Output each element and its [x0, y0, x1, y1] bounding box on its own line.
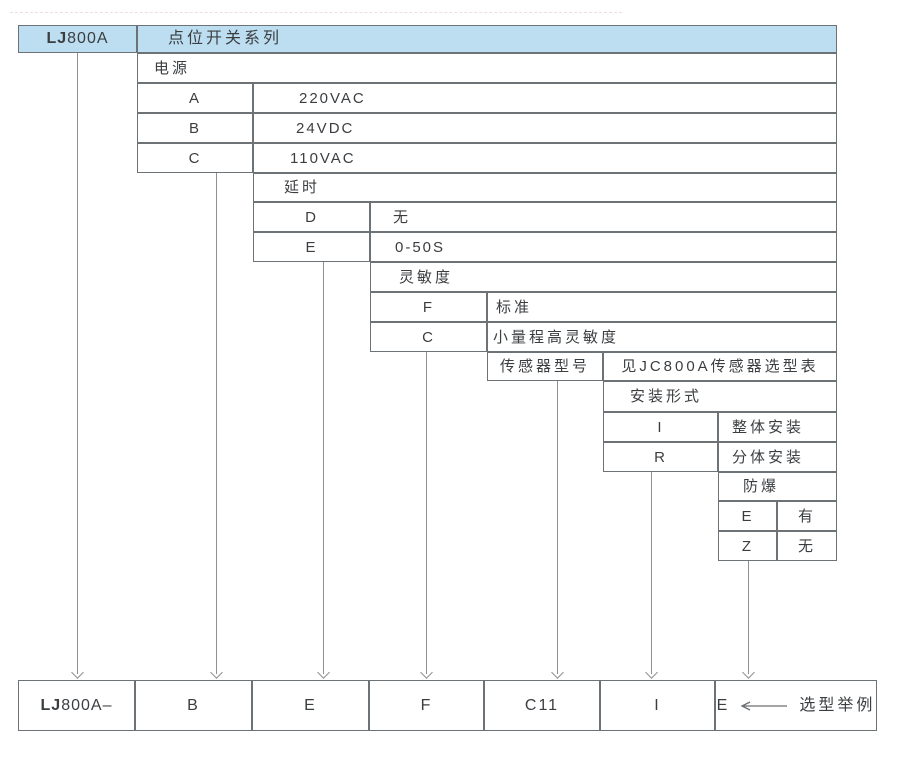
mounting-connector-line: [651, 472, 652, 674]
example-code-sensitivity: F: [369, 680, 484, 731]
power-connector-line: [216, 173, 217, 674]
power-value-c: 110VAC: [253, 143, 837, 173]
example-code-mounting: I: [600, 680, 715, 731]
delay-connector-line: [323, 262, 324, 674]
sensor-model-value: 见JC800A传感器选型表: [603, 352, 837, 381]
explosion-connector-line: [748, 561, 749, 674]
down-arrow-icon: [420, 666, 433, 679]
series-connector-line: [77, 53, 78, 674]
power-value-b: 24VDC: [253, 113, 837, 143]
sensitivity-value-c: 小量程高灵敏度: [487, 322, 837, 352]
delay-section-label: 延时: [253, 173, 837, 202]
example-code-power: B: [135, 680, 252, 731]
down-arrow-icon: [210, 666, 223, 679]
explosion-code-e: E: [718, 501, 777, 531]
sensor-model-label: 传感器型号: [487, 352, 603, 381]
example-model-prefix: LJ: [40, 696, 62, 714]
down-arrow-icon: [317, 666, 330, 679]
sensitivity-connector-line: [426, 352, 427, 674]
example-code-explosion: E: [716, 696, 730, 714]
sensitivity-value-f: 标准: [487, 292, 837, 322]
example-code-sensor: C11: [484, 680, 600, 731]
explosion-value-e: 有: [777, 501, 837, 531]
explosion-code-z: Z: [718, 531, 777, 561]
down-arrow-icon: [742, 666, 755, 679]
scan-artifact-line: [10, 12, 622, 13]
explosion-section-label: 防爆: [718, 472, 837, 501]
explosion-value-z: 无: [777, 531, 837, 561]
power-section-label: 电源: [137, 53, 837, 83]
power-value-a: 220VAC: [253, 83, 837, 113]
mounting-code-r: R: [603, 442, 718, 472]
delay-value-d: 无: [370, 202, 837, 232]
mounting-code-i: I: [603, 412, 718, 442]
delay-code-d: D: [253, 202, 370, 232]
mounting-value-r: 分体安装: [718, 442, 837, 472]
power-code-c: C: [137, 143, 253, 173]
model-prefix: LJ: [46, 30, 68, 47]
example-caption-cell: E 选型举例: [715, 680, 877, 731]
sensitivity-code-c: C: [370, 322, 487, 352]
series-header-cell: 点位开关系列: [137, 25, 837, 53]
delay-value-e: 0-50S: [370, 232, 837, 262]
example-caption: 选型举例: [799, 696, 876, 714]
example-model-suffix: 800A–: [61, 696, 113, 714]
left-arrow-icon: [740, 700, 788, 711]
down-arrow-icon: [71, 666, 84, 679]
sensor-connector-line: [557, 381, 558, 674]
delay-code-e: E: [253, 232, 370, 262]
mounting-section-label: 安装形式: [603, 381, 837, 412]
down-arrow-icon: [645, 666, 658, 679]
power-code-b: B: [137, 113, 253, 143]
down-arrow-icon: [551, 666, 564, 679]
model-suffix: 800A: [67, 30, 109, 47]
sensitivity-code-f: F: [370, 292, 487, 322]
mounting-value-i: 整体安装: [718, 412, 837, 442]
power-code-a: A: [137, 83, 253, 113]
example-code-delay: E: [252, 680, 369, 731]
sensitivity-section-label: 灵敏度: [370, 262, 837, 292]
